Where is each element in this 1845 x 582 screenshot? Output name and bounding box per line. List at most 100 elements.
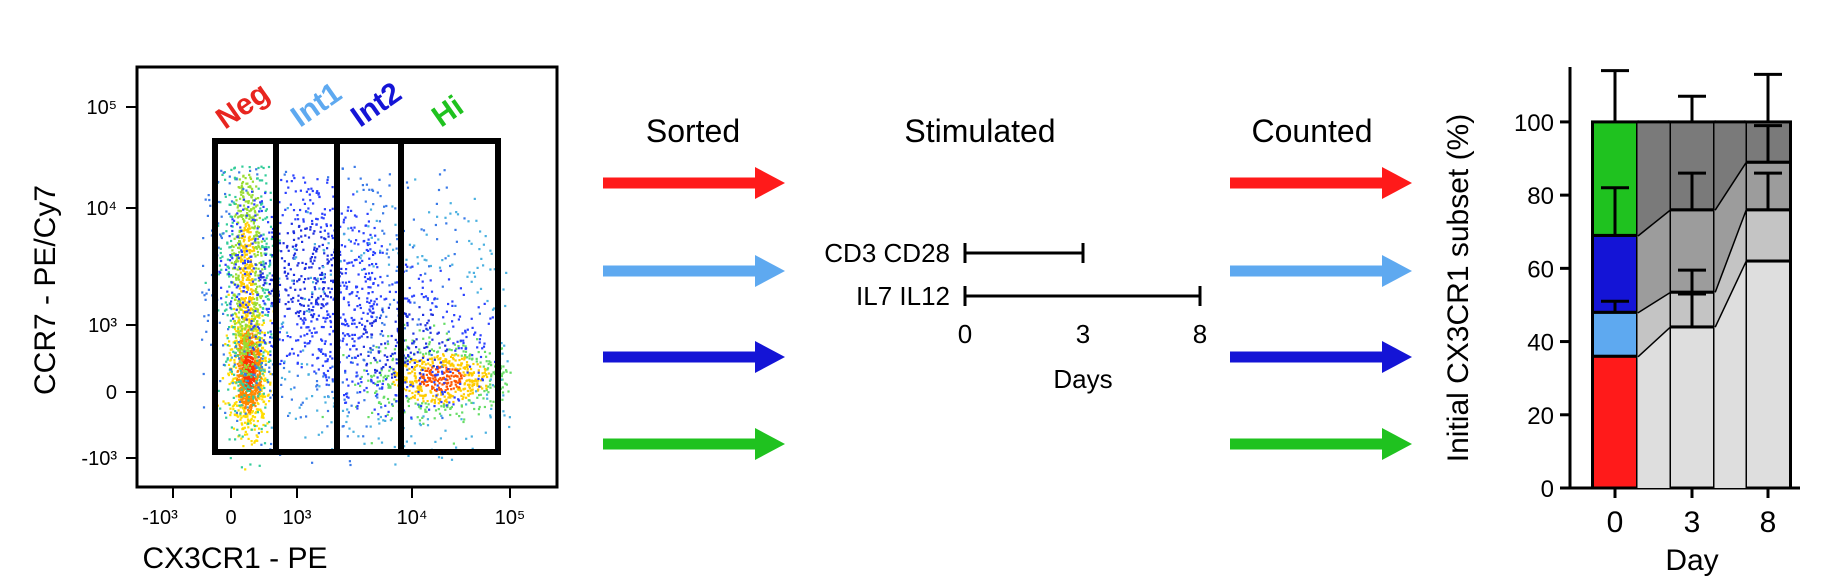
band-fill bbox=[1714, 209, 1746, 327]
flow-dot bbox=[436, 297, 439, 300]
flow-dot bbox=[233, 387, 236, 390]
flow-dot bbox=[294, 417, 297, 420]
flow-dot bbox=[271, 244, 274, 247]
flow-dot bbox=[240, 260, 243, 263]
flow-dot bbox=[329, 325, 332, 328]
flow-dot bbox=[395, 378, 398, 382]
flow-dot bbox=[271, 279, 274, 282]
flow-dot bbox=[487, 362, 490, 366]
flow-dot bbox=[242, 286, 245, 289]
flow-dot bbox=[249, 185, 252, 188]
flow-dot bbox=[234, 294, 237, 297]
flow-dot bbox=[241, 351, 244, 354]
flow-dot bbox=[297, 262, 300, 265]
flow-dot bbox=[220, 268, 223, 271]
flow-dot bbox=[414, 375, 417, 378]
flow-dot bbox=[296, 374, 299, 377]
flow-dot bbox=[356, 354, 360, 357]
flow-dot bbox=[260, 287, 263, 290]
flow-dot bbox=[444, 216, 447, 219]
flow-dot bbox=[302, 220, 305, 223]
flow-dot bbox=[451, 372, 455, 375]
flow-dot bbox=[247, 200, 250, 203]
flow-dot bbox=[247, 223, 250, 227]
flow-dot bbox=[343, 284, 346, 287]
flow-dot bbox=[313, 248, 316, 251]
flow-dot bbox=[251, 365, 254, 368]
flow-dot bbox=[236, 419, 239, 422]
flow-dot bbox=[369, 286, 372, 289]
flow-dot bbox=[357, 435, 360, 438]
flow-dot bbox=[293, 386, 296, 389]
flow-dot bbox=[257, 197, 260, 200]
flow-dot bbox=[313, 370, 316, 373]
flow-dot bbox=[503, 414, 506, 417]
flow-dot bbox=[324, 374, 327, 377]
flow-dot bbox=[304, 181, 307, 184]
flow-dot bbox=[263, 395, 267, 398]
flow-dot bbox=[254, 405, 257, 408]
flow-dot bbox=[247, 401, 251, 404]
flow-dot bbox=[332, 281, 335, 284]
flow-dot bbox=[255, 233, 258, 236]
flow-dot bbox=[393, 352, 397, 355]
flow-dot bbox=[249, 413, 252, 416]
flow-dot bbox=[415, 338, 418, 341]
flow-dot bbox=[452, 364, 455, 367]
flow-dot bbox=[469, 392, 472, 395]
flow-dot bbox=[322, 375, 325, 378]
flow-dot bbox=[322, 290, 325, 293]
flow-dot bbox=[227, 402, 230, 405]
flow-dot bbox=[220, 286, 223, 289]
flow-dot bbox=[217, 180, 220, 184]
flow-dot bbox=[244, 468, 247, 471]
flow-dot bbox=[440, 393, 443, 396]
flow-dot bbox=[483, 405, 486, 409]
flow-dot bbox=[234, 263, 237, 266]
flow-dot bbox=[432, 349, 436, 353]
flow-dot bbox=[305, 190, 308, 193]
flow-dot bbox=[235, 401, 238, 404]
timeline-tick: 3 bbox=[1076, 319, 1090, 349]
flow-dot bbox=[420, 380, 424, 384]
flow-dot bbox=[241, 181, 245, 184]
flow-dot bbox=[349, 240, 352, 243]
flow-dot bbox=[228, 275, 231, 278]
flow-dot bbox=[263, 370, 266, 374]
flow-dot bbox=[389, 419, 392, 422]
flow-dot bbox=[247, 185, 250, 188]
flow-dot bbox=[249, 422, 252, 425]
flow-dot bbox=[321, 415, 324, 419]
flow-dot bbox=[419, 394, 422, 397]
flow-dot bbox=[502, 288, 505, 291]
flow-dot bbox=[322, 316, 325, 319]
flow-dot bbox=[434, 223, 437, 227]
flow-dot bbox=[330, 264, 334, 267]
flow-dot bbox=[262, 351, 265, 354]
flow-dot bbox=[486, 299, 489, 303]
flow-dot bbox=[476, 338, 479, 341]
flow-dot bbox=[225, 268, 228, 271]
flow-dot bbox=[317, 433, 320, 436]
flow-dot bbox=[463, 217, 466, 220]
flow-dot bbox=[242, 305, 245, 308]
flow-dot bbox=[359, 177, 362, 180]
flow-dot bbox=[259, 201, 262, 204]
flow-dot bbox=[331, 365, 334, 368]
flow-dot bbox=[441, 259, 444, 262]
flow-dot bbox=[480, 257, 483, 260]
flow-dot bbox=[422, 383, 426, 386]
flow-dot bbox=[367, 292, 370, 295]
arrow-head bbox=[1382, 255, 1412, 287]
flow-dot bbox=[326, 302, 329, 305]
flow-dot bbox=[261, 347, 264, 350]
flow-dot bbox=[439, 398, 442, 401]
flow-dot bbox=[280, 178, 283, 182]
flow-dot bbox=[331, 234, 334, 237]
flow-dot bbox=[269, 353, 272, 357]
flow-dot bbox=[443, 382, 446, 385]
flow-dot bbox=[479, 355, 483, 359]
flow-dot bbox=[462, 366, 465, 369]
flow-dot bbox=[504, 382, 507, 385]
flow-dot bbox=[369, 362, 372, 365]
